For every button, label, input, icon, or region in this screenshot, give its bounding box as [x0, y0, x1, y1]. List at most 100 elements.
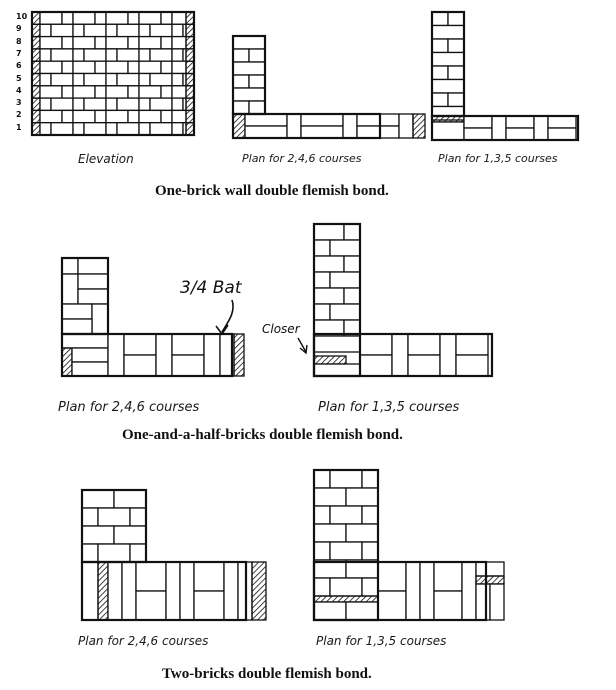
brick — [149, 48, 173, 62]
closer-arrowhead — [299, 344, 308, 355]
brick — [129, 507, 147, 527]
brick — [313, 541, 331, 561]
brick — [329, 577, 363, 597]
brick — [61, 85, 74, 99]
brick — [345, 523, 379, 543]
brick — [116, 72, 140, 87]
brick — [138, 72, 151, 87]
brick — [105, 109, 129, 124]
brick — [149, 23, 173, 38]
closer-brick — [31, 23, 41, 38]
brick — [447, 65, 465, 81]
brick — [138, 23, 151, 38]
annotation-arrows — [215, 299, 308, 355]
brick — [39, 11, 63, 25]
brick — [61, 60, 74, 75]
brick — [81, 561, 99, 621]
wall-outline — [312, 560, 488, 622]
brick — [505, 127, 535, 141]
course-number: 9 — [16, 24, 22, 34]
closer-brick — [233, 333, 245, 377]
brick — [138, 60, 162, 75]
brick — [463, 115, 493, 129]
closer-brick — [185, 72, 195, 87]
plan-odd-caption: Plan for 1,3,5 courses — [438, 152, 558, 165]
plan-odd-caption: Plan for 1,3,5 courses — [316, 634, 447, 648]
brick — [475, 583, 491, 621]
brick — [113, 489, 147, 509]
brick — [171, 109, 187, 124]
brick — [171, 97, 184, 112]
brick — [313, 303, 331, 321]
brick — [505, 115, 535, 129]
brick — [97, 507, 131, 527]
brick — [313, 505, 331, 525]
brick — [91, 303, 109, 335]
section-one-title: One-brick wall double flemish bond. — [155, 183, 389, 199]
brick — [329, 303, 361, 321]
brick — [313, 287, 345, 305]
brick — [313, 271, 331, 289]
brick — [105, 23, 118, 38]
brick — [105, 11, 129, 25]
brick — [71, 347, 109, 363]
brick — [116, 122, 140, 136]
brick — [61, 273, 79, 305]
brick — [72, 72, 85, 87]
brick — [313, 239, 331, 257]
brick — [94, 35, 107, 50]
closer-brick — [31, 48, 41, 62]
brick — [232, 100, 250, 115]
closer-brick — [313, 355, 347, 365]
brick — [419, 561, 435, 621]
course-number: 3 — [16, 98, 22, 108]
brick — [135, 561, 167, 592]
brick — [455, 354, 489, 377]
brick — [107, 333, 125, 377]
brick — [447, 38, 465, 54]
brick — [94, 11, 107, 25]
brick — [431, 121, 465, 141]
brick — [72, 60, 96, 75]
brick — [61, 303, 93, 320]
brick — [248, 48, 266, 63]
brick — [72, 97, 85, 112]
closer-brick — [31, 35, 41, 50]
brick — [447, 92, 465, 108]
closer-brick — [185, 23, 195, 38]
brick — [113, 525, 147, 545]
closer-brick — [412, 113, 426, 139]
brick — [77, 257, 109, 275]
brick — [329, 541, 363, 561]
brick — [160, 11, 173, 25]
brick — [81, 543, 99, 563]
course-number: 10 — [16, 12, 28, 21]
brick — [533, 115, 549, 141]
brick — [138, 85, 162, 99]
brick — [171, 354, 205, 377]
brick — [127, 35, 140, 50]
brick — [171, 48, 184, 62]
plan-even-caption: Plan for 2,4,6 courses — [242, 152, 362, 165]
wall-outline — [312, 332, 494, 378]
closer-brick — [31, 60, 41, 75]
brick — [475, 561, 505, 577]
brick — [313, 523, 347, 543]
brick — [171, 11, 187, 25]
brick — [135, 590, 167, 621]
brick — [433, 561, 463, 592]
brick — [377, 590, 407, 621]
one-brick-plan-even-drawing — [231, 34, 426, 140]
closer-annotation: Closer — [262, 322, 300, 336]
brick — [165, 561, 181, 621]
brick — [50, 23, 74, 38]
brick — [391, 333, 409, 377]
brick — [313, 601, 347, 621]
closer-brick — [185, 85, 195, 99]
bat-arrow — [221, 299, 234, 333]
brick — [123, 333, 157, 356]
brick — [83, 97, 107, 112]
plan-odd-caption: Plan for 1,3,5 courses — [318, 400, 460, 415]
brick — [97, 543, 131, 563]
brick — [72, 48, 85, 62]
